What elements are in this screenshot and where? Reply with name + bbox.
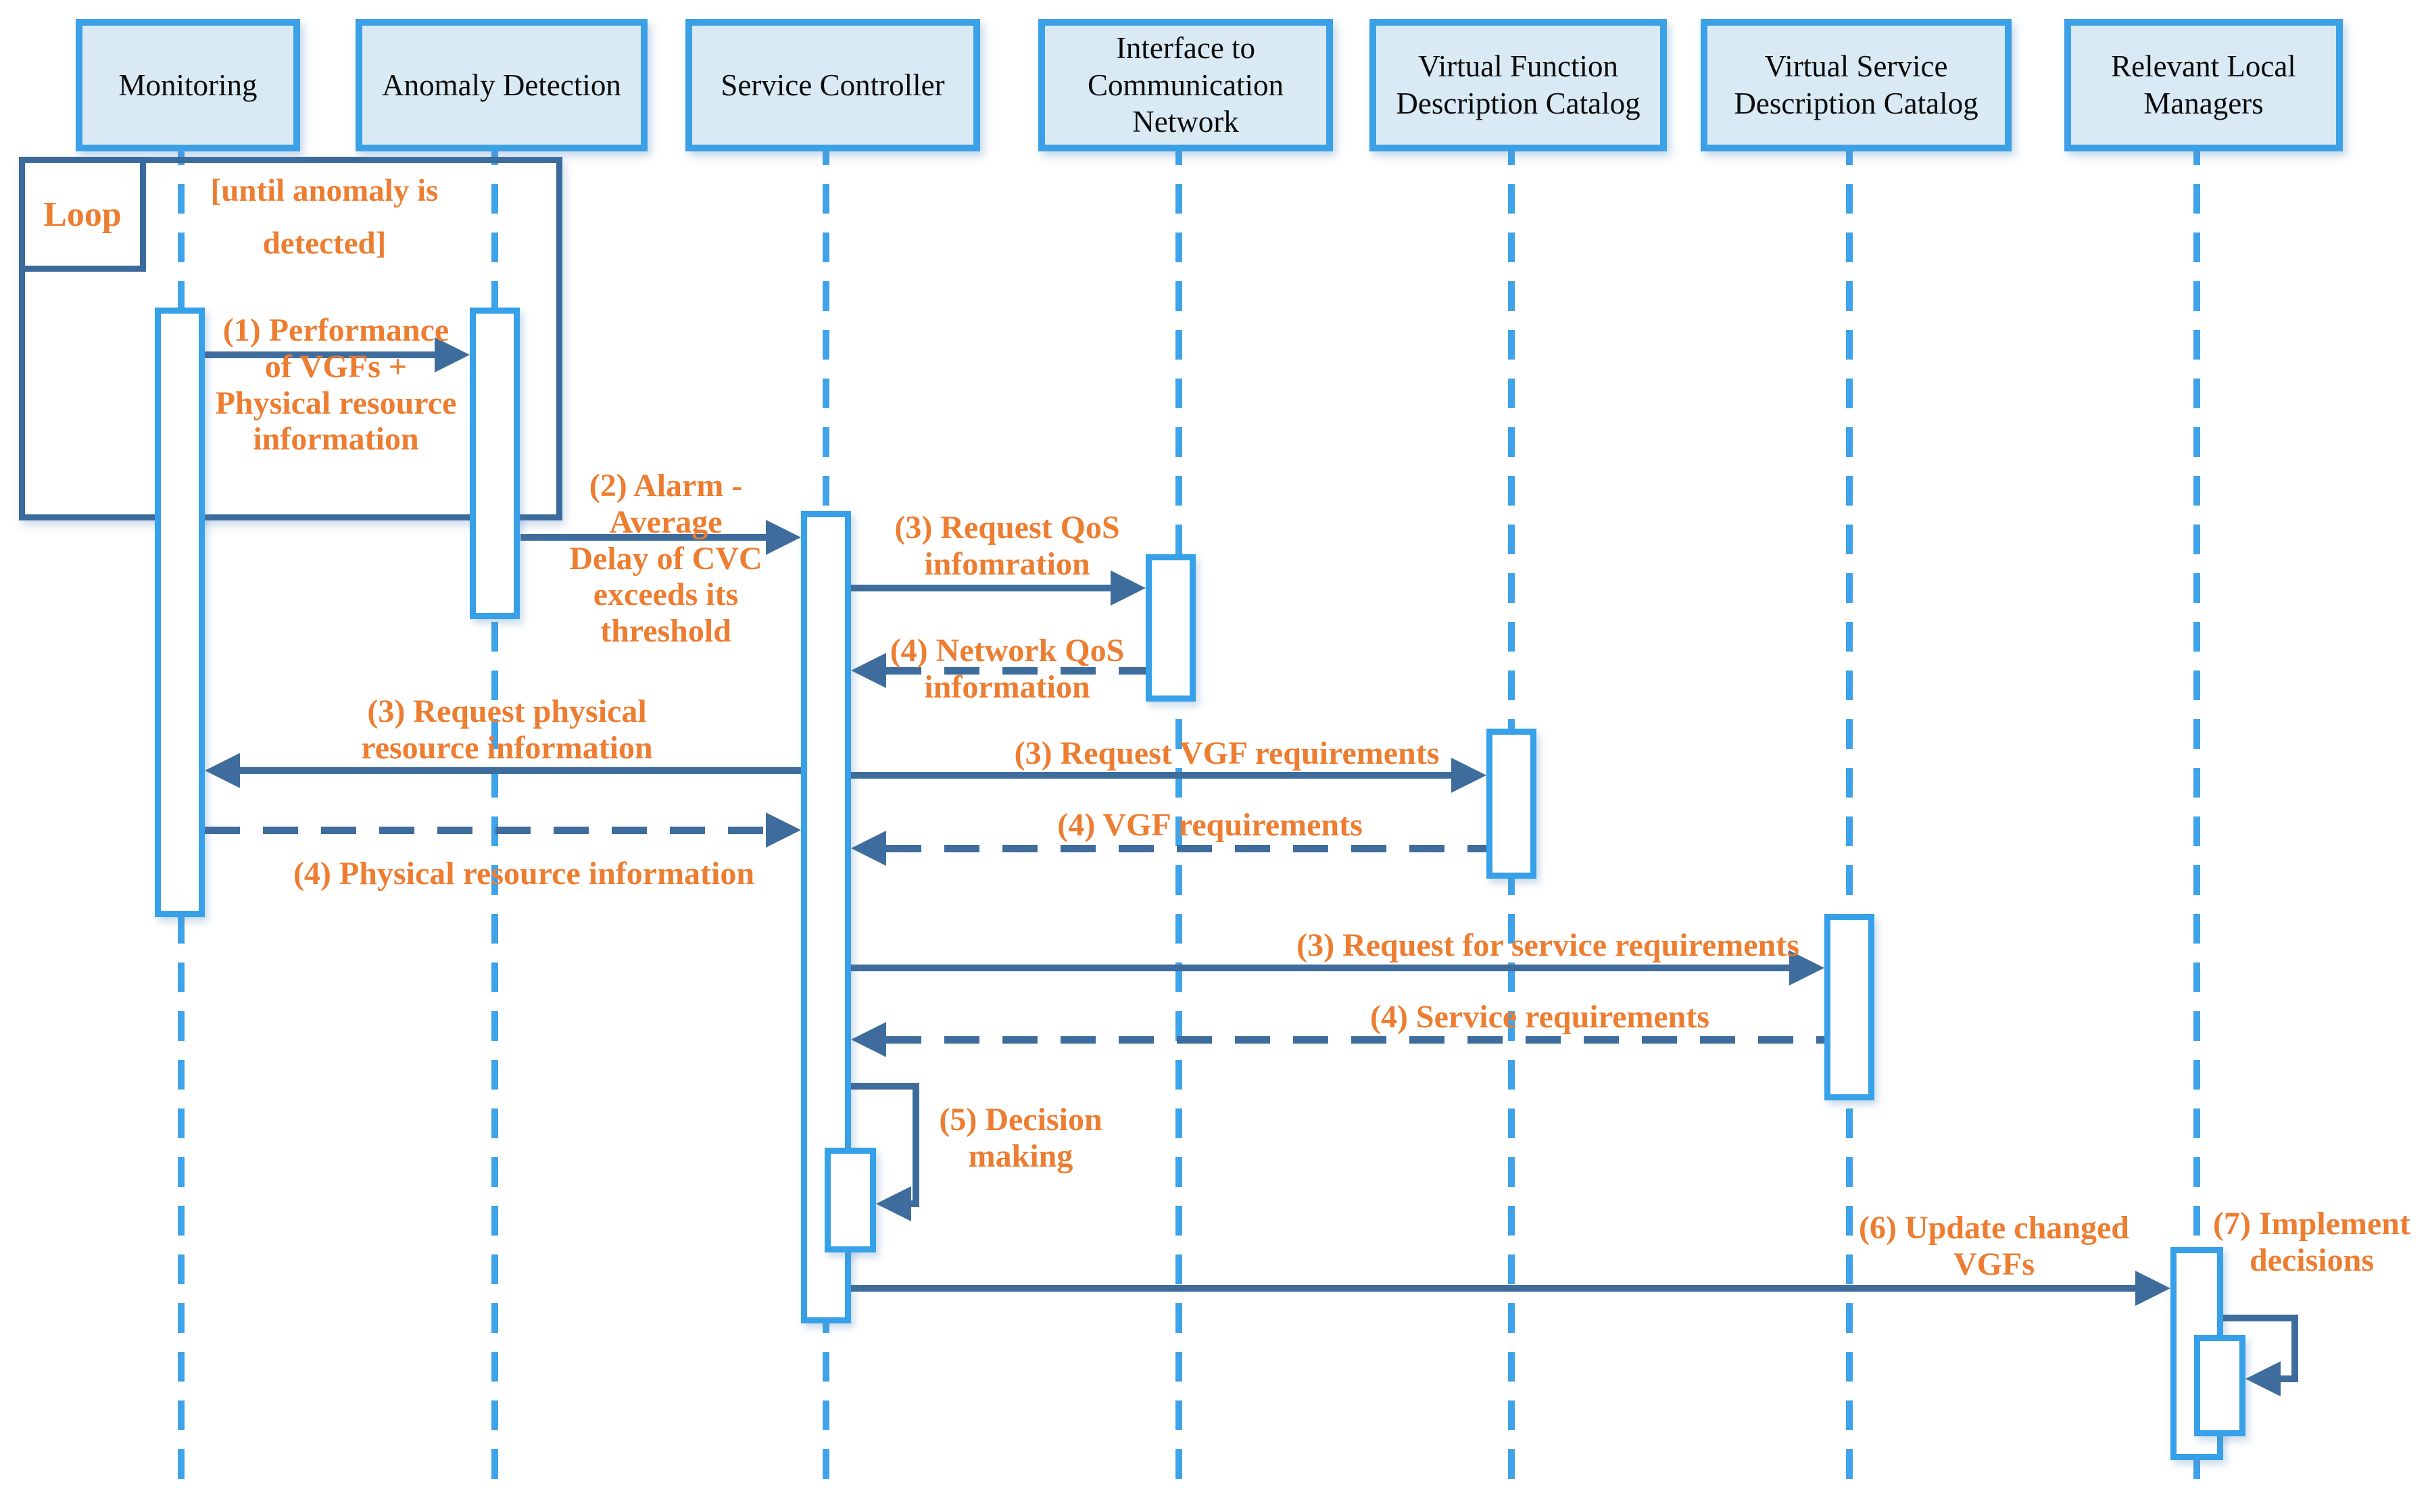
lifeline-anomaly-detection <box>491 135 498 1495</box>
arrowhead-request-qos <box>1111 570 1146 606</box>
message-label-network-qos: (4) Network QoS information <box>890 633 1125 705</box>
loop-guard-condition: [until anomaly is detected] <box>210 173 439 261</box>
arrowhead-decision <box>876 1186 911 1221</box>
actor-label-service-controller: Service Controller <box>721 68 945 102</box>
activation-virtual-service-description-catalog <box>1824 914 1874 1100</box>
arrowhead-vgf-requirements <box>851 831 886 866</box>
selfcall-implement-top <box>2223 1315 2298 1321</box>
arrowhead-request-physical <box>205 753 240 788</box>
selfcall-implement-bottom <box>2278 1375 2298 1382</box>
message-line-performance <box>205 351 438 358</box>
activation-virtual-function-description-catalog <box>1486 729 1536 879</box>
message-label-decision: (5) Decision making <box>939 1102 1102 1174</box>
loop-operator-label: Loop <box>43 195 122 234</box>
actor-box-anomaly-detection: Anomaly Detection <box>356 19 648 151</box>
message-line-request-vgf <box>851 772 1455 779</box>
message-label-request-physical: (3) Request physical resource informatio… <box>361 693 653 766</box>
message-line-vgf-requirements <box>886 845 1486 852</box>
arrowhead-request-vgf <box>1451 758 1486 793</box>
message-label-request-vgf: (3) Request VGF requirements <box>1014 735 1440 771</box>
arrowhead-update-vgfs <box>2135 1271 2170 1306</box>
activation-anomaly-detection <box>470 308 520 619</box>
message-line-physical-info <box>205 827 766 834</box>
actor-box-interface-communication-network: Interface to Communication Network <box>1038 19 1333 151</box>
selfcall-implement-right <box>2291 1315 2298 1382</box>
actor-box-virtual-service-description-catalog: Virtual Service Description Catalog <box>1701 19 2012 151</box>
message-label-physical-info: (4) Physical resource information <box>293 856 755 892</box>
actor-label-interface-communication-network: Interface to Communication Network <box>1088 30 1284 139</box>
loop-operator-box: Loop <box>19 157 146 272</box>
message-line-request-service <box>851 965 1793 971</box>
actor-box-virtual-function-description-catalog: Virtual Function Description Catalog <box>1369 19 1667 151</box>
message-line-request-qos <box>851 585 1114 591</box>
actor-box-relevant-local-managers: Relevant Local Managers <box>2064 19 2343 151</box>
message-line-request-physical <box>240 767 801 774</box>
message-label-implement: (7) Implement decisions <box>2213 1206 2410 1278</box>
message-line-update-vgfs <box>851 1285 2139 1292</box>
arrowhead-performance <box>435 337 470 372</box>
lifeline-interface-communication-network <box>1175 135 1182 1495</box>
selfcall-decision-bottom <box>911 1200 919 1207</box>
message-line-network-qos <box>886 667 1146 675</box>
activation-service-controller-nested <box>825 1148 876 1252</box>
message-label-request-qos: (3) Request QoS infomration <box>894 510 1120 582</box>
message-label-performance: (1) Performance of VGFs + Physical resou… <box>215 312 457 458</box>
message-line-alarm <box>520 534 769 541</box>
actor-label-virtual-function-description-catalog: Virtual Function Description Catalog <box>1396 49 1641 120</box>
message-label-vgf-requirements: (4) VGF requirements <box>1057 807 1363 843</box>
lifeline-virtual-service-description-catalog <box>1846 135 1853 1495</box>
actor-label-relevant-local-managers: Relevant Local Managers <box>2111 49 2296 120</box>
arrowhead-physical-info <box>766 812 801 848</box>
arrowhead-alarm <box>766 520 801 555</box>
actor-label-monitoring: Monitoring <box>118 68 258 102</box>
message-label-request-service: (3) Request for service requirements <box>1296 927 1799 963</box>
arrowhead-service-requirements <box>851 1022 886 1057</box>
selfcall-decision-right <box>913 1083 919 1207</box>
actor-label-anomaly-detection: Anomaly Detection <box>382 68 621 102</box>
arrowhead-network-qos <box>851 653 886 688</box>
lifeline-relevant-local-managers <box>2193 135 2200 1495</box>
actor-box-service-controller: Service Controller <box>685 19 980 151</box>
arrowhead-implement <box>2245 1361 2281 1396</box>
actor-label-virtual-service-description-catalog: Virtual Service Description Catalog <box>1734 49 1978 120</box>
message-line-service-requirements <box>886 1036 1824 1044</box>
activation-monitoring <box>155 308 205 917</box>
message-label-service-requirements: (4) Service requirements <box>1369 999 1710 1035</box>
arrowhead-request-service <box>1789 950 1824 985</box>
loop-fragment-frame <box>19 157 562 520</box>
activation-interface-communication-network <box>1146 554 1196 702</box>
message-label-alarm: (2) Alarm - Average Delay of CVC exceeds… <box>569 468 762 649</box>
activation-relevant-local-managers-nested <box>2194 1335 2245 1436</box>
message-label-update-vgfs: (6) Update changed VGFs <box>1858 1210 2129 1282</box>
selfcall-decision-top <box>851 1083 919 1090</box>
actor-box-monitoring: Monitoring <box>76 19 300 151</box>
